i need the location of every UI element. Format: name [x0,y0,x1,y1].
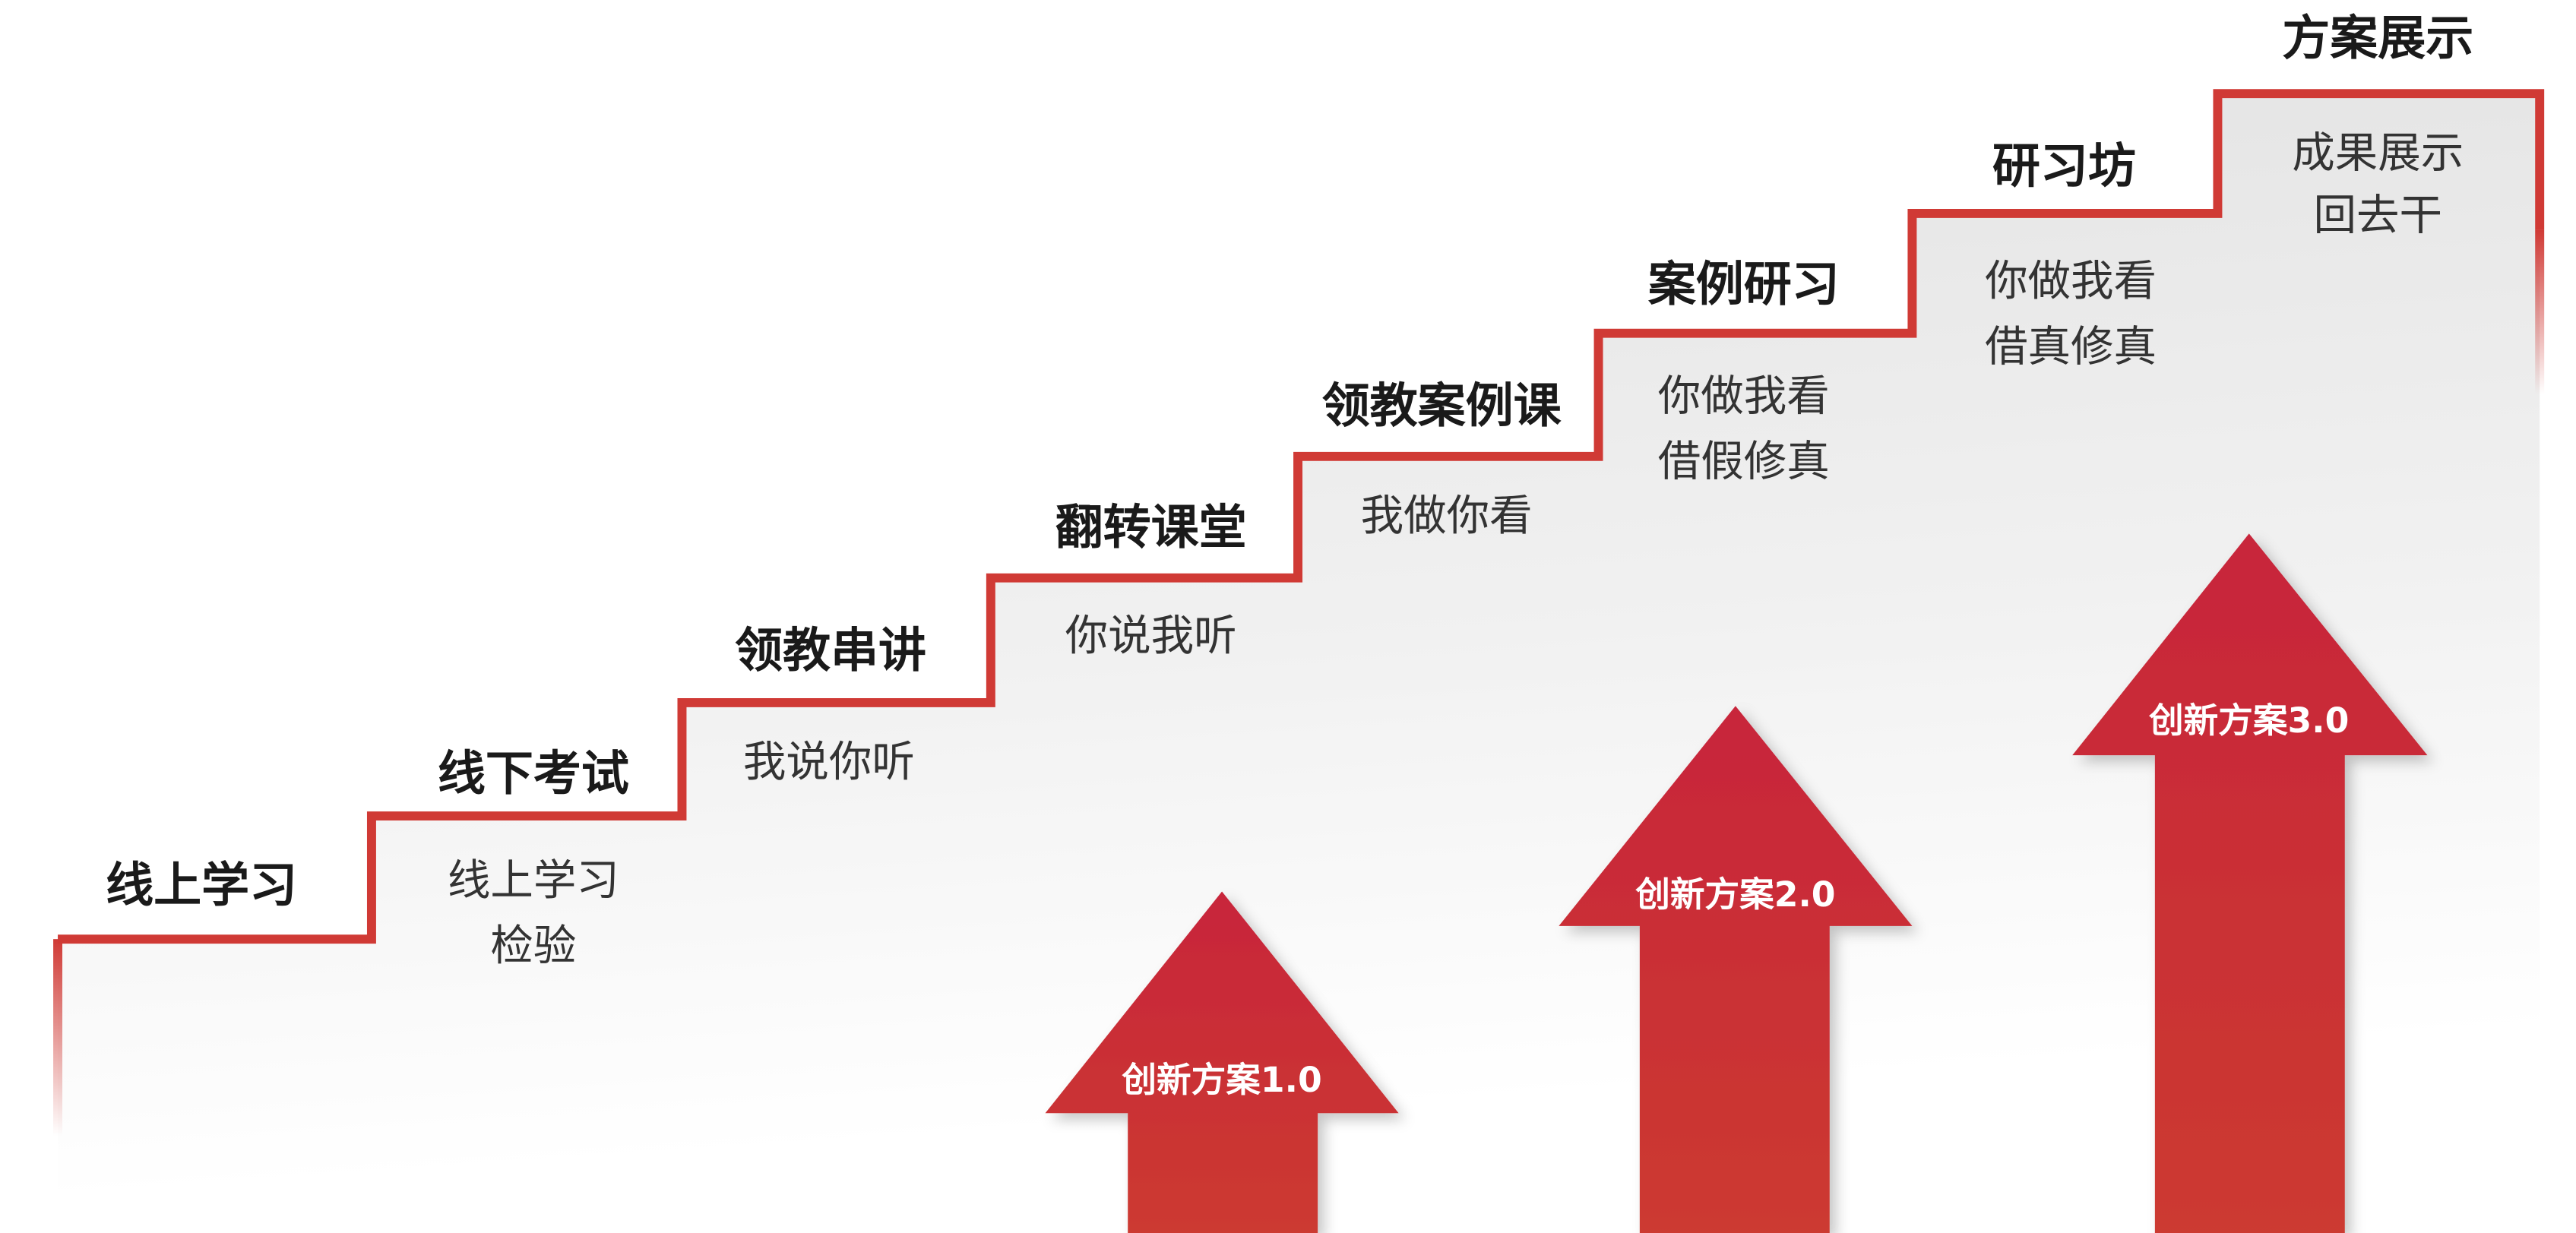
arrow-2: 创新方案2.0 [1559,706,1913,1233]
step-text: 检验 [490,922,576,971]
arrow-label: 创新方案1.0 [1121,1060,1321,1100]
arrow-3: 创新方案3.0 [2072,533,2428,1233]
arrow-label: 创新方案2.0 [1635,874,1835,915]
arrow-1: 创新方案1.0 [1045,891,1399,1233]
step-title: 领教串讲 [735,623,926,678]
step-text: 借真修真 [1985,323,2157,372]
step-text: 回去干 [2314,191,2442,241]
staircase-line [58,89,2545,944]
step-title: 研习坊 [1992,138,2136,194]
step-text: 我说你听 [743,738,915,787]
step-title: 案例研习 [1648,257,1840,312]
step-title: 方案展示 [2282,10,2473,65]
step-text: 线上学习 [448,856,619,906]
staircase-right-fade [2535,229,2545,394]
step-text: 借假修真 [1658,438,1830,487]
step-text: 你做我看 [1658,371,1830,421]
arrow-label: 创新方案3.0 [2148,700,2349,741]
staircase-fill [58,93,2540,1233]
step-title: 翻转课堂 [1055,499,1247,555]
staircase-left-fade [53,939,63,1137]
step-title: 线上学习 [106,858,297,913]
step-text: 成果展示 [2292,129,2464,179]
step-text: 我做你看 [1361,492,1533,541]
step-title: 领教案例课 [1322,378,1562,434]
step-text: 你说我听 [1065,612,1237,661]
step-text: 你做我看 [1985,257,2157,306]
step-title: 线下考试 [438,746,629,801]
